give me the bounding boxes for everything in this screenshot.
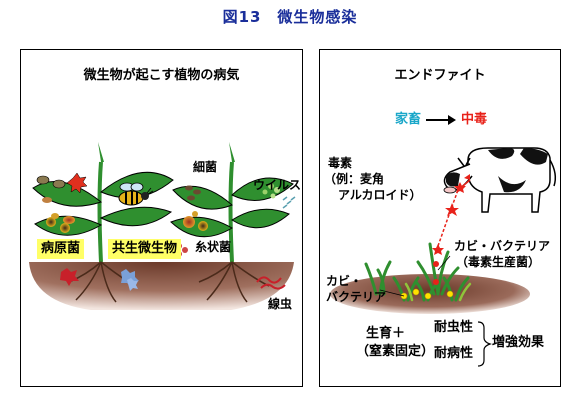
left-panel-title: 微生物が起こす植物の病気 [83, 68, 240, 83]
label-disease-resistance: 耐病性 [434, 346, 474, 361]
label-growth: 生育＋ [366, 326, 406, 341]
virus-particles [282, 196, 296, 209]
nematode-icon [256, 276, 282, 284]
cow-icon [443, 147, 557, 213]
endophyte-illustration [330, 115, 557, 367]
label-enhancement: 増強効果 [492, 335, 545, 350]
right-panel: エンドファイト [319, 49, 561, 387]
label-toxin-example: （例：麦角 [324, 172, 385, 186]
label-bacteria: 細菌 [193, 160, 218, 174]
spore [52, 179, 66, 189]
root-symbiont-blue [121, 269, 139, 287]
plant-disease-illustration [29, 142, 296, 310]
label-nitrogen-fixation: （窒素固定） [356, 344, 435, 359]
tag-symbiont: 共生微生物 [108, 239, 182, 259]
bacteria-cell [185, 185, 193, 191]
toxin-star [432, 244, 444, 255]
bee-icon [118, 182, 154, 206]
root-pathogen-red [60, 268, 79, 286]
toxin-star [445, 203, 459, 216]
right-panel-title: エンドファイト [394, 68, 486, 83]
tag-pathogen: 病原菌 [37, 239, 85, 259]
soil-left [29, 262, 294, 310]
label-toxin-alkaloid: アルカロイド） [338, 188, 422, 202]
label-livestock: 家畜 [395, 112, 422, 127]
label-toxin-producer-sub: （毒素生産菌） [456, 255, 541, 269]
fungal-spore-red [66, 172, 88, 194]
spore [36, 175, 50, 185]
left-panel: 微生物が起こす植物の病気 [20, 49, 303, 387]
label-filamentous-fungi: 糸状菌 [195, 240, 232, 254]
label-virus: ウイルス [253, 178, 302, 192]
endophyte-dot [433, 261, 439, 267]
label-poisoning: 中毒 [461, 112, 488, 127]
label-nematode: 線虫 [268, 297, 293, 311]
figure-title: 図13 微生物感染 [222, 8, 358, 26]
brace [477, 321, 492, 367]
label-microbes: カビ・ [326, 274, 363, 288]
label-insect-resistance: 耐虫性 [434, 320, 474, 335]
toxin-star [454, 182, 466, 193]
plant-right [170, 142, 294, 303]
label-toxin: 毒素 [328, 156, 353, 170]
label-microbes-sub: バクテリア [326, 290, 387, 304]
label-toxin-producer: カビ・バクテリア [454, 239, 551, 253]
